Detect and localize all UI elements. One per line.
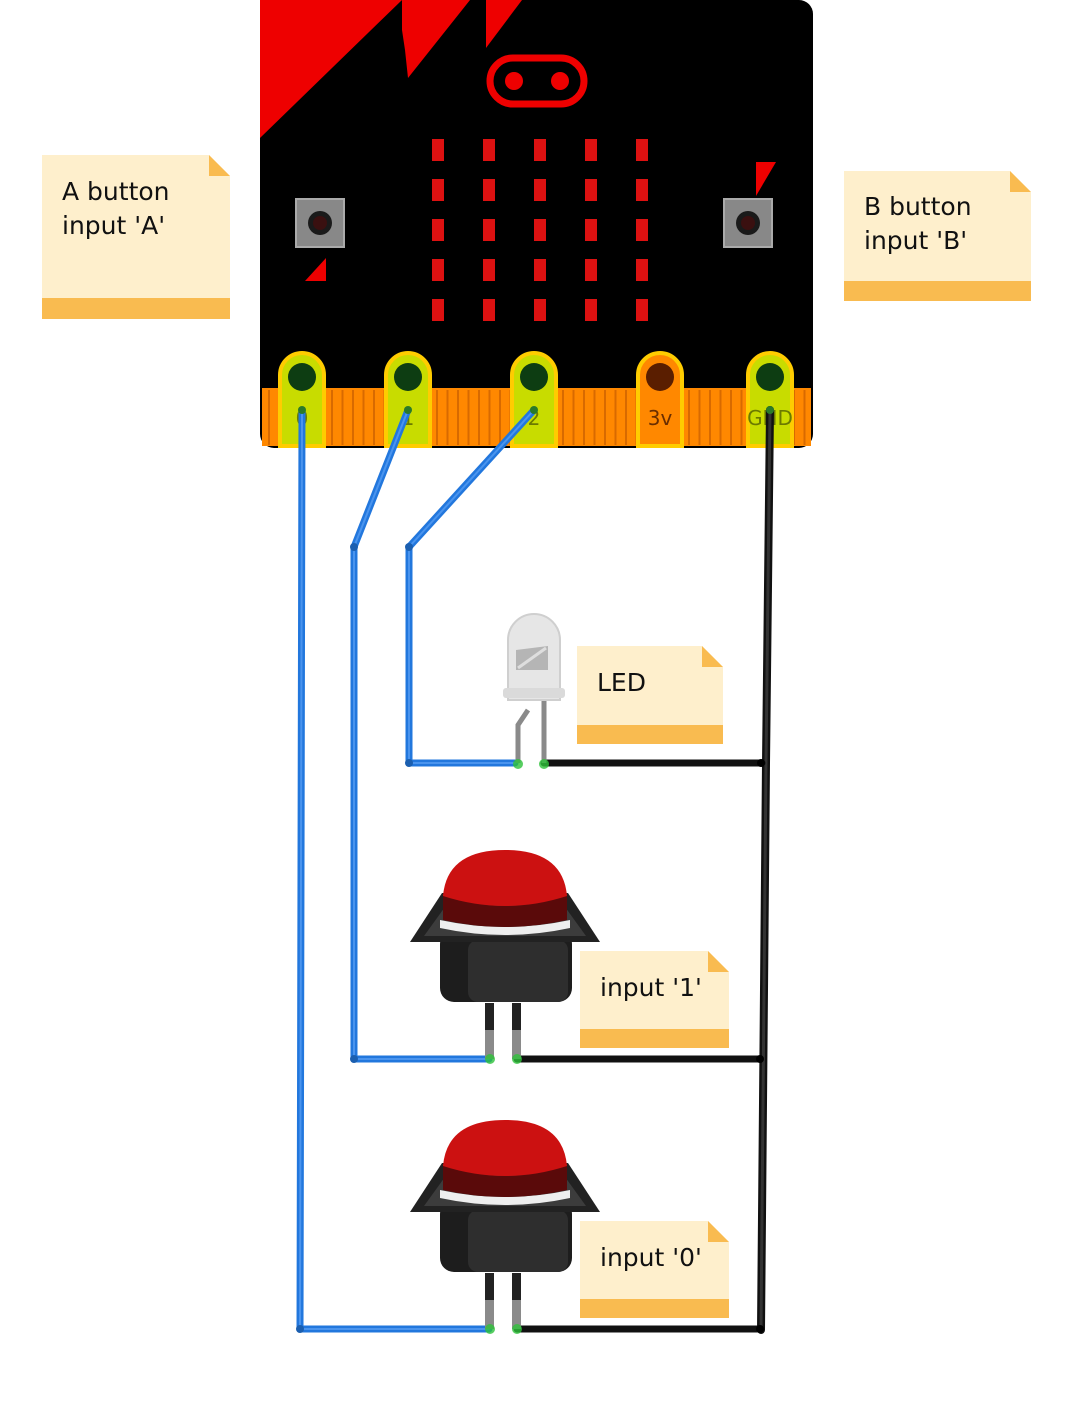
led-rim [503,688,565,698]
led-matrix-cell [585,299,597,321]
note-input1-line1: input '1' [600,973,702,1002]
push-button-0[interactable] [410,1120,600,1334]
gnd-trunk-wire-highlight [759,408,772,1332]
led-matrix-cell [432,259,444,281]
edge-stripe [740,390,743,445]
led-matrix-cell [585,219,597,241]
led-matrix-cell [432,219,444,241]
note-b-line1: B button [864,192,972,221]
led-matrix-cell [483,219,495,241]
edge-stripe [467,390,470,445]
note-led: LED [577,646,723,744]
edge-stripe [698,390,701,445]
pin-3v-label: 3v [648,406,673,430]
edge-stripe [803,390,806,445]
led-matrix-cell [432,299,444,321]
microbit-logo-icon [486,54,588,108]
led-matrix-cell [636,219,648,241]
edge-stripe [352,390,354,445]
wires [296,406,774,1334]
wire-junctions [296,406,774,1333]
edge-stripe [488,390,491,445]
edge-stripe [709,390,711,445]
edge-stripe [478,390,480,445]
led-matrix-cell [432,139,444,161]
note-input0-line1: input '0' [600,1243,702,1272]
led-matrix-cell [534,139,546,161]
logo-shard [260,0,402,138]
pin2-wire[interactable] [405,406,538,767]
led-matrix-cell [483,299,495,321]
led-matrix-cell [585,139,597,161]
logo-eye [551,72,569,90]
edge-stripe [562,390,564,445]
ground-wires [513,406,774,1334]
edge-stripe [625,390,627,445]
led-matrix-cell [534,179,546,201]
led-component[interactable] [503,613,565,769]
led-matrix-cell [534,299,546,321]
pin1-wire-highlight [353,409,490,1060]
led-matrix-cell [534,259,546,281]
button-a-icon[interactable] [295,198,345,281]
edge-stripe [268,390,270,445]
led-matrix-cell [483,259,495,281]
note-b-line2: input 'B' [864,226,967,255]
edge-stripe [688,390,690,445]
note-led-line1: LED [597,668,646,697]
edge-stripe [331,390,333,445]
pin-gnd-pad[interactable]: GND [746,351,794,448]
logo-eye [505,72,523,90]
edge-stripe [593,390,596,445]
edge-stripe [499,390,501,445]
note-input1: input '1' [580,951,729,1048]
led-matrix-cell [636,299,648,321]
edge-stripe [583,390,585,445]
edge-stripe [457,390,459,445]
led-matrix-cell [432,179,444,201]
note-b-button: B button input 'B' [844,171,1031,301]
led-matrix-cell [534,219,546,241]
logo-shard [402,0,470,78]
edge-stripe [572,390,575,445]
pin-3v-pad[interactable]: 3v [636,351,684,448]
edge-stripe [604,390,606,445]
led-matrix-cell [483,139,495,161]
edge-stripe [341,390,344,445]
edge-stripe [719,390,722,445]
logo-shard [486,0,522,48]
push-button-1[interactable] [410,850,600,1064]
led-matrix-cell [483,179,495,201]
button-b-icon[interactable] [723,162,776,248]
led-matrix-cell [636,179,648,201]
pin2-wire-highlight [408,409,535,764]
note-a-button: A button input 'A' [42,155,230,319]
led-leg [515,708,531,763]
led-matrix-cell [585,259,597,281]
led-matrix-cell [636,139,648,161]
edge-stripe [436,390,438,445]
microbit-board: 0 1 2 3v GND [260,0,813,448]
led-matrix-cell [636,259,648,281]
edge-stripe [614,390,617,445]
led-matrix [432,139,648,321]
note-a-line1: A button [62,177,170,206]
led-matrix-cell [585,179,597,201]
note-a-line2: input 'A' [62,211,165,240]
edge-stripe [730,390,732,445]
note-input0: input '0' [580,1221,729,1318]
pin-1-pad[interactable]: 1 [384,351,432,448]
edge-stripe [362,390,365,445]
edge-stripe [373,390,375,445]
edge-stripe [446,390,449,445]
